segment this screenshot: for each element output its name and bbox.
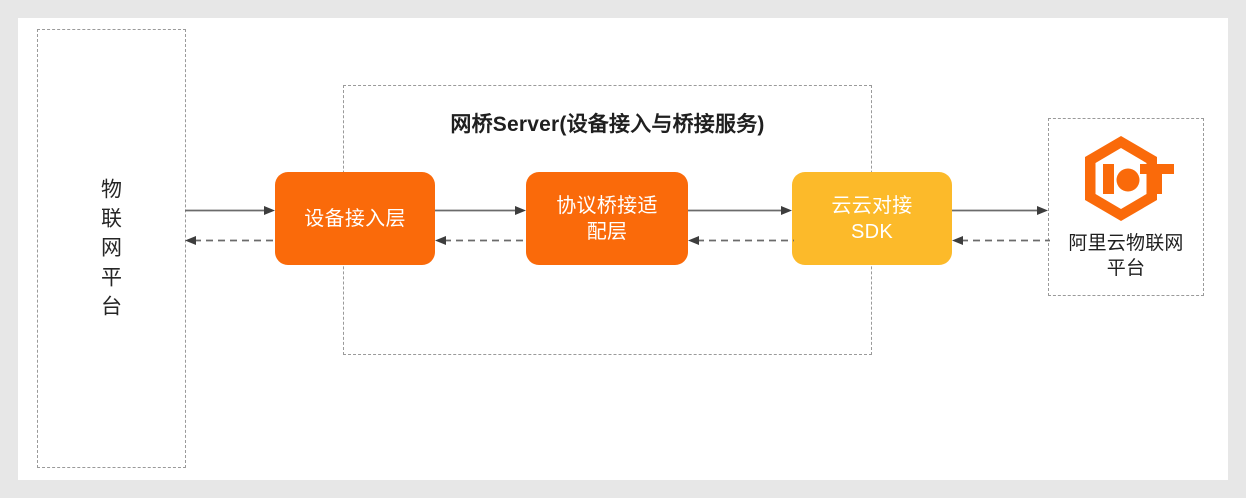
iot-platform-container: 物 联 网 平 台 <box>37 29 186 468</box>
protocol-bridge-adapter-layer-box[interactable]: 协议桥接适 配层 <box>526 172 688 265</box>
device-access-layer-label: 设备接入层 <box>304 207 406 230</box>
connector-platform-to-device-access-solid <box>184 205 277 216</box>
connector-cloud-sdk-to-protocol-bridge-dashed <box>687 235 794 246</box>
connector-protocol-bridge-to-device-access-dashed <box>434 235 528 246</box>
cloud-to-cloud-sdk-label: 云云对接 SDK <box>831 194 913 243</box>
diagram-canvas: 物 联 网 平 台 网桥Server(设备接入与桥接服务) 阿里云物联网 平台 … <box>18 18 1228 480</box>
cloud-to-cloud-sdk-box[interactable]: 云云对接 SDK <box>792 172 952 265</box>
connector-device-access-to-protocol-bridge-solid <box>434 205 528 216</box>
connector-aliyun-platform-to-cloud-sdk-dashed <box>951 235 1050 246</box>
connector-protocol-bridge-to-cloud-sdk-solid <box>687 205 794 216</box>
aliyun-iot-platform-label: 阿里云物联网 平台 <box>1068 233 1184 280</box>
iot-platform-label: 物 联 网 平 台 <box>101 178 122 319</box>
device-access-layer-box[interactable]: 设备接入层 <box>275 172 435 265</box>
aliyun-iot-logo-icon <box>1074 133 1178 229</box>
connector-device-access-to-platform-dashed <box>184 235 277 246</box>
connector-cloud-sdk-to-aliyun-platform-solid <box>951 205 1050 216</box>
bridge-server-title: 网桥Server(设备接入与桥接服务) <box>450 113 765 136</box>
aliyun-iot-platform-container: 阿里云物联网 平台 <box>1048 118 1204 296</box>
protocol-bridge-adapter-layer-label: 协议桥接适 配层 <box>556 194 658 243</box>
